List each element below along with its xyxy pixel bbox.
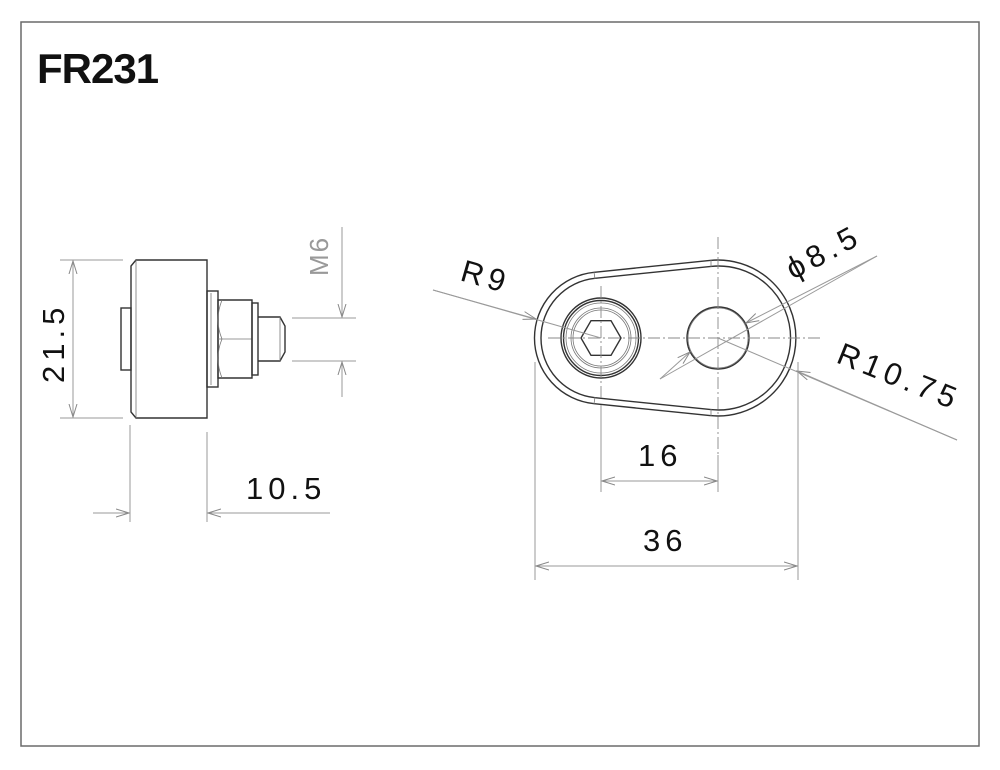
threaded-stud: [258, 316, 286, 362]
plate-inner-edge: [540, 265, 792, 411]
part-number-title: FR231: [37, 45, 159, 92]
hex-nut: [217, 299, 253, 379]
width-dimension-label: 10.5: [246, 471, 326, 506]
side-view: 21.5 M6 10.5: [36, 227, 356, 522]
washer: [251, 302, 259, 376]
drawing-frame: [20, 21, 980, 747]
plate-outline: [533, 259, 797, 417]
spacer-boss: [120, 307, 132, 371]
center-distance-label: 16: [638, 438, 682, 473]
hex-socket: [580, 320, 622, 356]
overall-length-label: 36: [643, 523, 687, 558]
height-dimension-label: 21.5: [36, 303, 71, 383]
thread-dimension-label: M6: [304, 236, 334, 276]
